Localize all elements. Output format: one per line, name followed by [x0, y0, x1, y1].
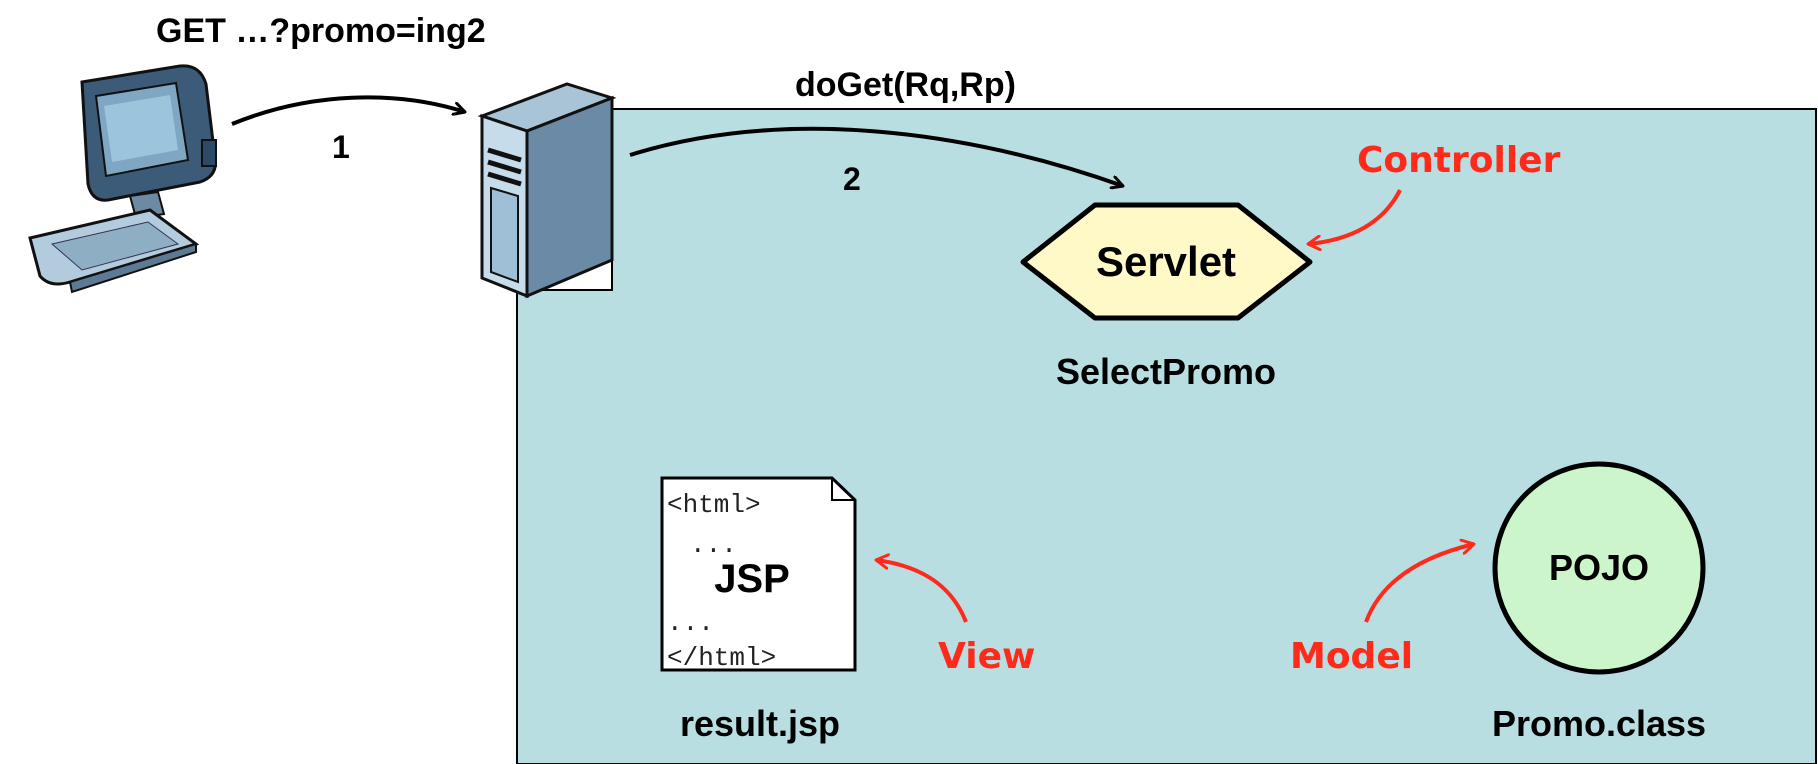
jsp-line-1: <html> — [667, 490, 761, 520]
server-tower-icon — [477, 82, 617, 299]
pojo-class-name: Promo.class — [1492, 703, 1706, 744]
desktop-computer-icon — [28, 64, 217, 294]
step-2-label: 2 — [843, 161, 861, 197]
http-request-label: GET …?promo=ing2 — [156, 12, 486, 50]
servlet-node: Servlet — [1020, 202, 1313, 321]
step-1-label: 1 — [332, 129, 350, 165]
pojo-node: POJO — [1492, 461, 1706, 675]
jsp-line-2: ... — [690, 530, 737, 560]
servlet-hexagon — [1020, 202, 1313, 321]
view-role-arrow — [876, 560, 968, 623]
controller-role-arrow — [1308, 189, 1402, 244]
servlet-shape-label: Servlet — [1096, 238, 1236, 285]
pojo-circle — [1492, 461, 1706, 675]
request-arrow — [231, 95, 465, 126]
jsp-file-name: result.jsp — [680, 703, 840, 744]
view-role-label: View — [938, 636, 1035, 677]
jsp-line-4: </html> — [667, 643, 776, 673]
jsp-line-3: ... — [667, 608, 714, 638]
pojo-shape-label: POJO — [1549, 547, 1649, 588]
model-role-arrow — [1364, 544, 1474, 623]
jsp-document: <html> ... ... </html> JSP — [660, 476, 857, 673]
servlet-name: SelectPromo — [1056, 351, 1276, 392]
doget-arrow — [629, 126, 1123, 186]
controller-role-label: Controller — [1357, 140, 1561, 181]
jsp-shape-label: JSP — [714, 557, 790, 601]
model-role-label: Model — [1290, 636, 1413, 677]
doget-method-label: doGet(Rq,Rp) — [795, 66, 1016, 104]
